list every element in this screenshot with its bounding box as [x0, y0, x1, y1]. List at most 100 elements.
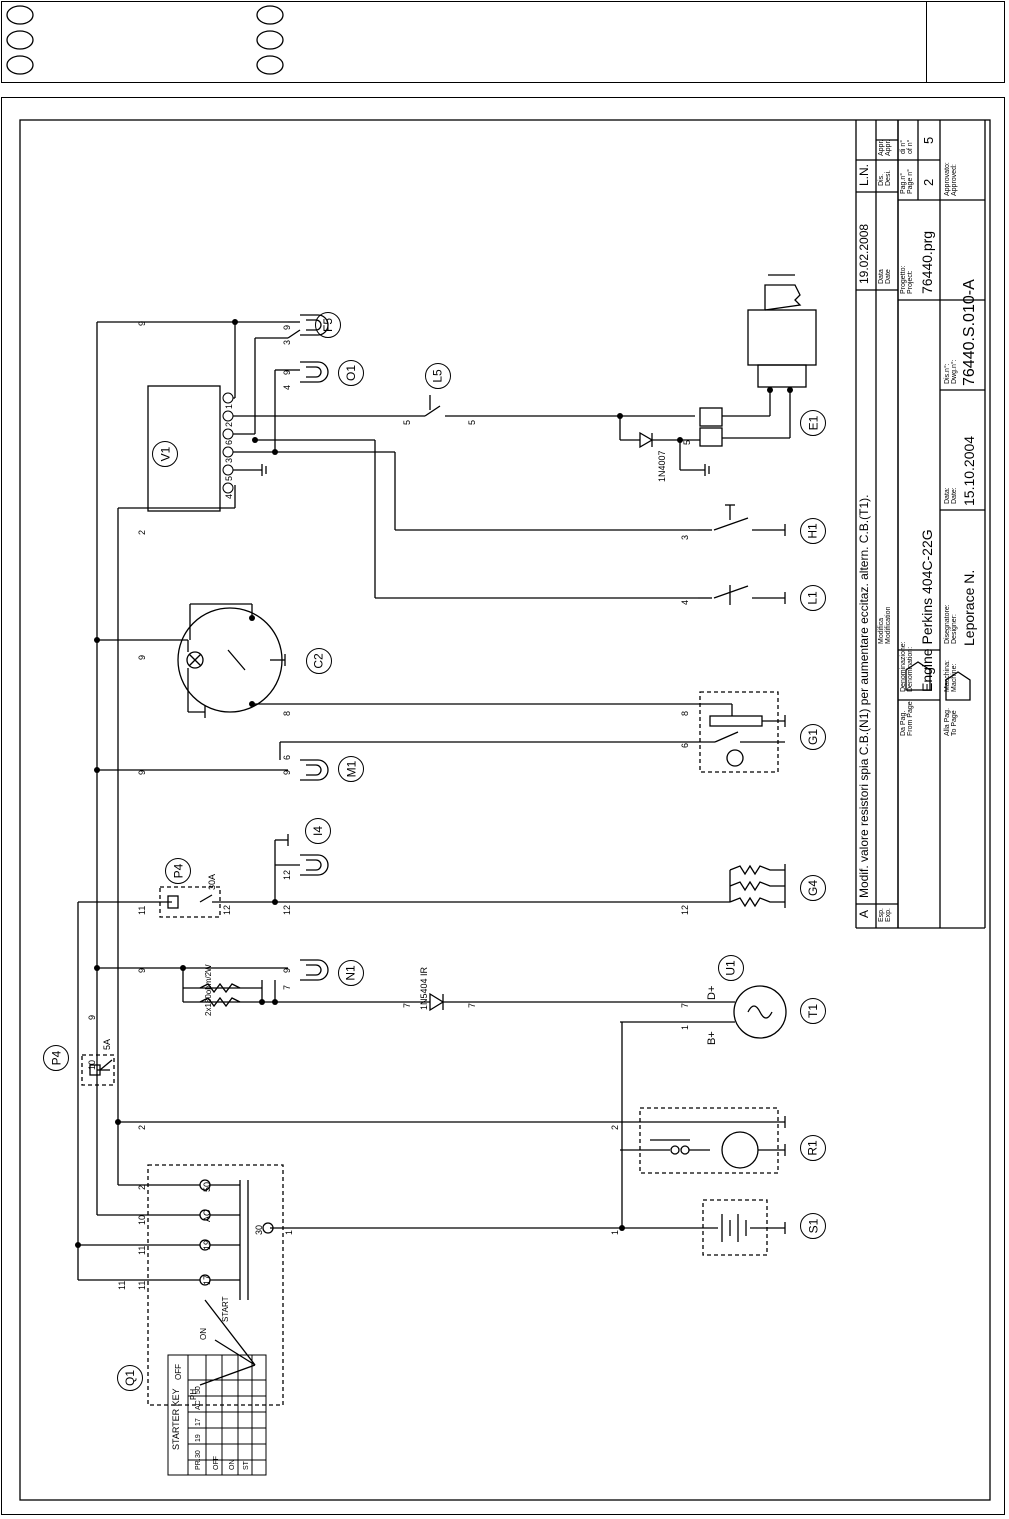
- svg-text:7: 7: [680, 1003, 690, 1008]
- component-T1: T1: [800, 998, 826, 1024]
- svg-text:12: 12: [282, 870, 292, 880]
- progetto-label: Progetto: Project:: [900, 265, 915, 294]
- header-frame: [1, 1, 1005, 83]
- svg-text:11: 11: [137, 1246, 147, 1255]
- diode-label-1: 1N4007: [657, 450, 667, 482]
- esp-label: Esp. Exp.: [878, 907, 893, 922]
- revision-letter: A: [857, 909, 871, 918]
- component-L5: L5: [425, 363, 451, 389]
- da-pag-label: Da Pag. From Page: [900, 701, 915, 736]
- diode-label-2: 1N5404 IR: [419, 966, 429, 1010]
- appr-label: Appr. Appr.: [878, 139, 893, 156]
- component-N1: N1: [338, 960, 364, 986]
- key-ph-label: PH.: [189, 1386, 198, 1400]
- svg-text:9: 9: [137, 770, 147, 775]
- component-Q1: Q1: [117, 1365, 143, 1391]
- svg-text:10: 10: [87, 1060, 97, 1070]
- svg-text:9: 9: [137, 321, 147, 326]
- svg-text:5: 5: [682, 440, 692, 445]
- svg-text:3: 3: [282, 340, 292, 345]
- component-G1: G1: [800, 724, 826, 750]
- di-label: di n° of n°: [900, 139, 915, 154]
- svg-text:12: 12: [222, 905, 232, 915]
- denominazione-label: Denominazione: Denomination:: [900, 641, 915, 692]
- svg-text:2: 2: [137, 1125, 147, 1130]
- svg-text:AC: AC: [202, 1209, 212, 1222]
- component-F5: F5: [315, 312, 341, 338]
- svg-text:2: 2: [224, 422, 234, 427]
- disegnatore-label: Disegnatore: Designer:: [944, 604, 959, 644]
- component-O1: O1: [338, 360, 364, 386]
- svg-text:9: 9: [282, 370, 292, 375]
- pag-label: Pag.n° Page n°: [900, 169, 915, 194]
- svg-text:4: 4: [282, 385, 292, 390]
- svg-text:50: 50: [202, 1182, 212, 1192]
- key-off-label: OFF: [174, 1364, 183, 1380]
- component-M1: M1: [338, 756, 364, 782]
- resistor-label: 2x180ohm/2W: [204, 964, 213, 1016]
- svg-text:2: 2: [137, 1185, 147, 1190]
- svg-text:9: 9: [282, 325, 292, 330]
- revision-date: 19.02.2008: [857, 223, 871, 284]
- svg-text:1: 1: [610, 1230, 620, 1235]
- data-label: Data Date: [878, 269, 893, 284]
- svg-text:12: 12: [282, 905, 292, 915]
- svg-text:9: 9: [87, 1015, 97, 1020]
- component-I4: I4: [305, 818, 331, 844]
- drawing-number: 76440.S.010-A: [961, 279, 978, 386]
- svg-text:4: 4: [680, 600, 690, 605]
- approvato-label: Approvato: Approved:: [944, 162, 959, 196]
- svg-text:9: 9: [282, 968, 292, 973]
- project: 76440.prg: [919, 230, 935, 294]
- svg-text:1: 1: [224, 404, 234, 409]
- svg-text:9: 9: [282, 770, 292, 775]
- component-R1: R1: [800, 1135, 826, 1161]
- svg-text:12: 12: [680, 905, 690, 915]
- key-start-label: START: [221, 1296, 230, 1322]
- svg-text:17: 17: [202, 1275, 212, 1285]
- revision-by: L.N.: [857, 163, 871, 186]
- component-H1: H1: [800, 518, 826, 544]
- component-G4: G4: [800, 875, 826, 901]
- designer: Leporace N.: [961, 569, 977, 646]
- date-label: Data: Date:: [944, 487, 959, 504]
- modifica-label: Modifica Modification: [878, 606, 893, 644]
- component-L1: L1: [800, 585, 826, 611]
- d-plus-label: D+: [706, 985, 718, 1000]
- svg-text:7: 7: [282, 985, 292, 990]
- date: 15.10.2004: [961, 435, 977, 506]
- svg-text:30: 30: [254, 1225, 264, 1235]
- component-V1: V1: [152, 441, 178, 467]
- macchina-label: Macchina: Machine:: [944, 660, 959, 692]
- dis-label: Dis. Desi.: [878, 170, 893, 186]
- component-E1: E1: [800, 410, 826, 436]
- svg-text:6: 6: [224, 440, 234, 445]
- fuse-5a-label: 5A: [102, 1038, 112, 1050]
- revision-text: Modif. valore resistori spia C.B.(N1) pe…: [857, 494, 871, 898]
- svg-text:11: 11: [117, 1281, 127, 1290]
- component-S1: S1: [800, 1213, 826, 1239]
- svg-text:19: 19: [202, 1240, 212, 1250]
- alla-pag-label: Alla Pag. To Page: [944, 707, 959, 736]
- component-U1: U1: [718, 955, 744, 981]
- svg-text:11: 11: [137, 906, 147, 915]
- svg-text:7: 7: [402, 1003, 412, 1008]
- svg-text:6: 6: [680, 743, 690, 748]
- fuse-30a-label: 30A: [207, 873, 217, 890]
- key-on-label: ON: [199, 1328, 208, 1340]
- svg-text:8: 8: [680, 711, 690, 716]
- dwg-label: Dis.n°: Dwg.n°:: [944, 359, 959, 384]
- component-P4-5A: P4: [43, 1045, 69, 1071]
- svg-text:4: 4: [224, 494, 234, 499]
- svg-text:10: 10: [137, 1215, 147, 1225]
- starter-key-title: STARTER KEY: [171, 1388, 181, 1450]
- svg-text:5: 5: [224, 476, 234, 481]
- svg-text:5: 5: [467, 420, 477, 425]
- b-plus-label: B+: [706, 1031, 718, 1045]
- svg-text:3: 3: [224, 458, 234, 463]
- page-of: 5: [921, 136, 936, 144]
- svg-text:8: 8: [282, 711, 292, 716]
- svg-text:5: 5: [402, 420, 412, 425]
- svg-text:2: 2: [137, 530, 147, 535]
